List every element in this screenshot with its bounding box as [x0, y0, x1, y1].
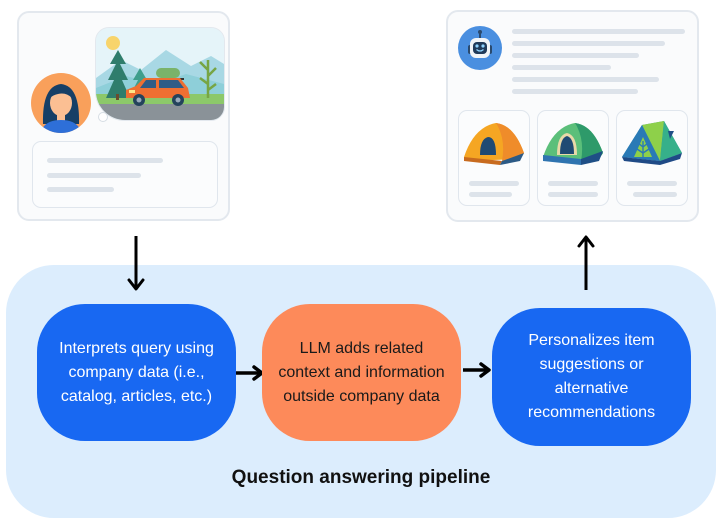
- green-tent-icon: [543, 123, 603, 165]
- pipeline-title: Question answering pipeline: [231, 467, 491, 488]
- text-line: [512, 41, 665, 46]
- query-text-box: [32, 141, 218, 208]
- pipeline-step-personalize: Personalizes item suggestions or alterna…: [492, 308, 691, 446]
- user-query-card: [17, 11, 230, 221]
- arrow-right-icon: [463, 362, 491, 378]
- text-line: [469, 192, 512, 197]
- arrow-down-icon: [127, 236, 145, 291]
- blue-green-tent-icon: [622, 121, 682, 165]
- car-camping-scene-image: [96, 28, 224, 120]
- step-label: Interprets query using company data (i.e…: [59, 339, 214, 405]
- text-line: [512, 53, 639, 58]
- thought-bubble-dot: [98, 112, 108, 122]
- robot-avatar-icon: [458, 26, 502, 70]
- user-avatar-icon: [31, 73, 91, 133]
- text-line: [512, 89, 638, 94]
- pipeline-step-interpret-query: Interprets query using company data (i.e…: [37, 304, 236, 441]
- text-line: [512, 65, 611, 70]
- text-line: [47, 187, 114, 192]
- product-card[interactable]: [616, 110, 688, 206]
- assistant-response-card: [446, 10, 699, 222]
- text-line: [47, 173, 141, 178]
- text-line: [512, 77, 659, 82]
- product-card[interactable]: [458, 110, 530, 206]
- text-line: [548, 181, 598, 186]
- text-line: [633, 192, 677, 197]
- text-line: [47, 158, 163, 163]
- pipeline-step-llm-context: LLM adds related context and information…: [262, 304, 461, 441]
- step-label: LLM adds related context and information…: [278, 339, 445, 405]
- text-line: [469, 181, 519, 186]
- product-card[interactable]: [537, 110, 609, 206]
- thought-bubble: [95, 27, 225, 121]
- arrow-up-icon: [577, 235, 595, 290]
- orange-tent-icon: [464, 123, 524, 165]
- text-line: [512, 29, 685, 34]
- step-label: Personalizes item suggestions or alterna…: [527, 332, 656, 421]
- text-line: [548, 192, 598, 197]
- text-line: [627, 181, 677, 186]
- arrow-right-icon: [236, 365, 264, 381]
